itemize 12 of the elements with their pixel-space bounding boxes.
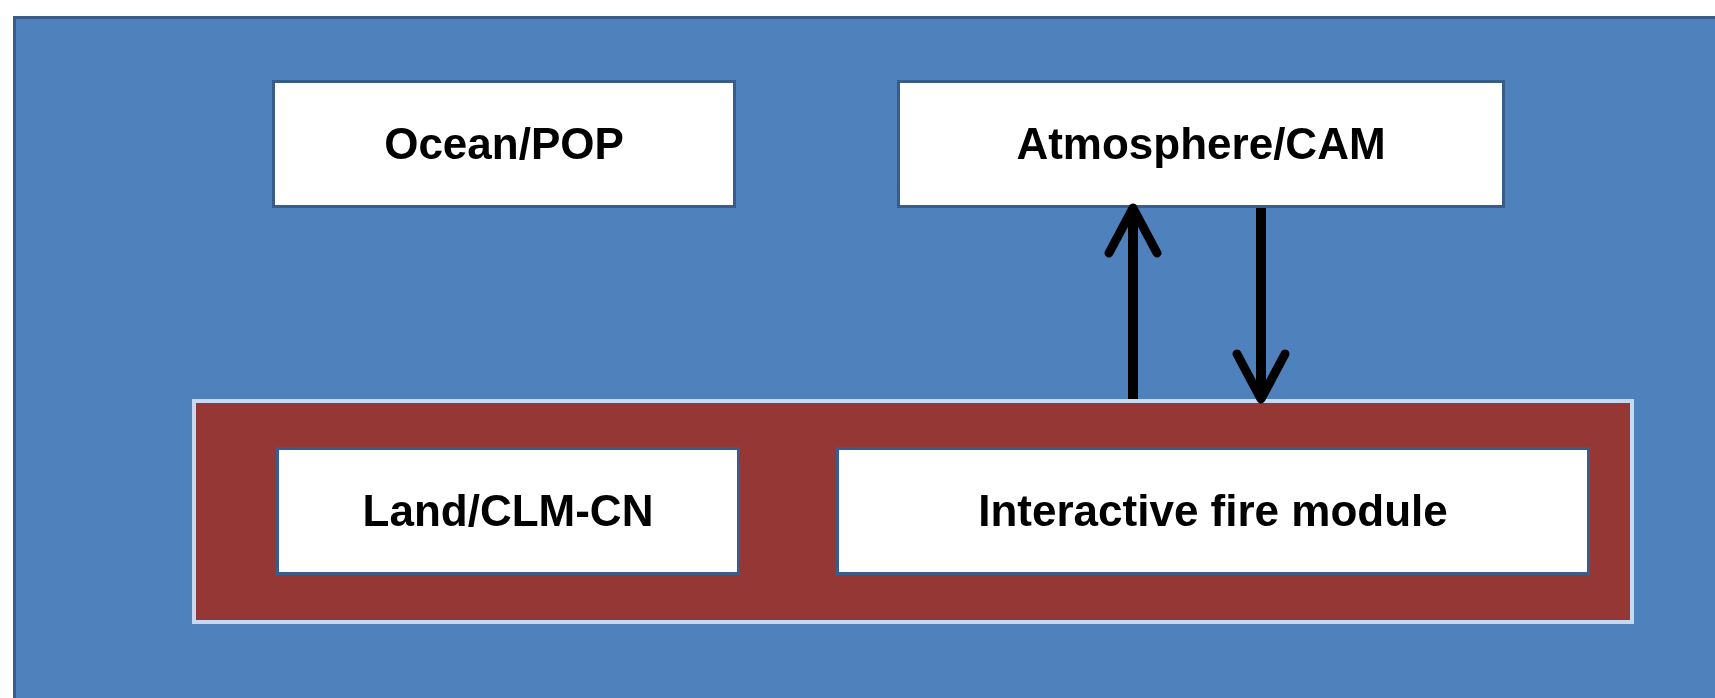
component-label: Atmosphere/CAM [1016,119,1386,169]
arrow [1104,203,1162,399]
land-component-band [192,399,1634,624]
component-label: Interactive fire module [978,486,1448,536]
component-box [272,80,736,208]
component-box [836,447,1590,575]
component-label: Land/CLM-CN [362,486,654,536]
arrow [1232,208,1290,404]
component-box [897,80,1505,208]
component-box [276,447,740,575]
component-label: Ocean/POP [384,119,624,169]
background-panel [13,16,1715,698]
